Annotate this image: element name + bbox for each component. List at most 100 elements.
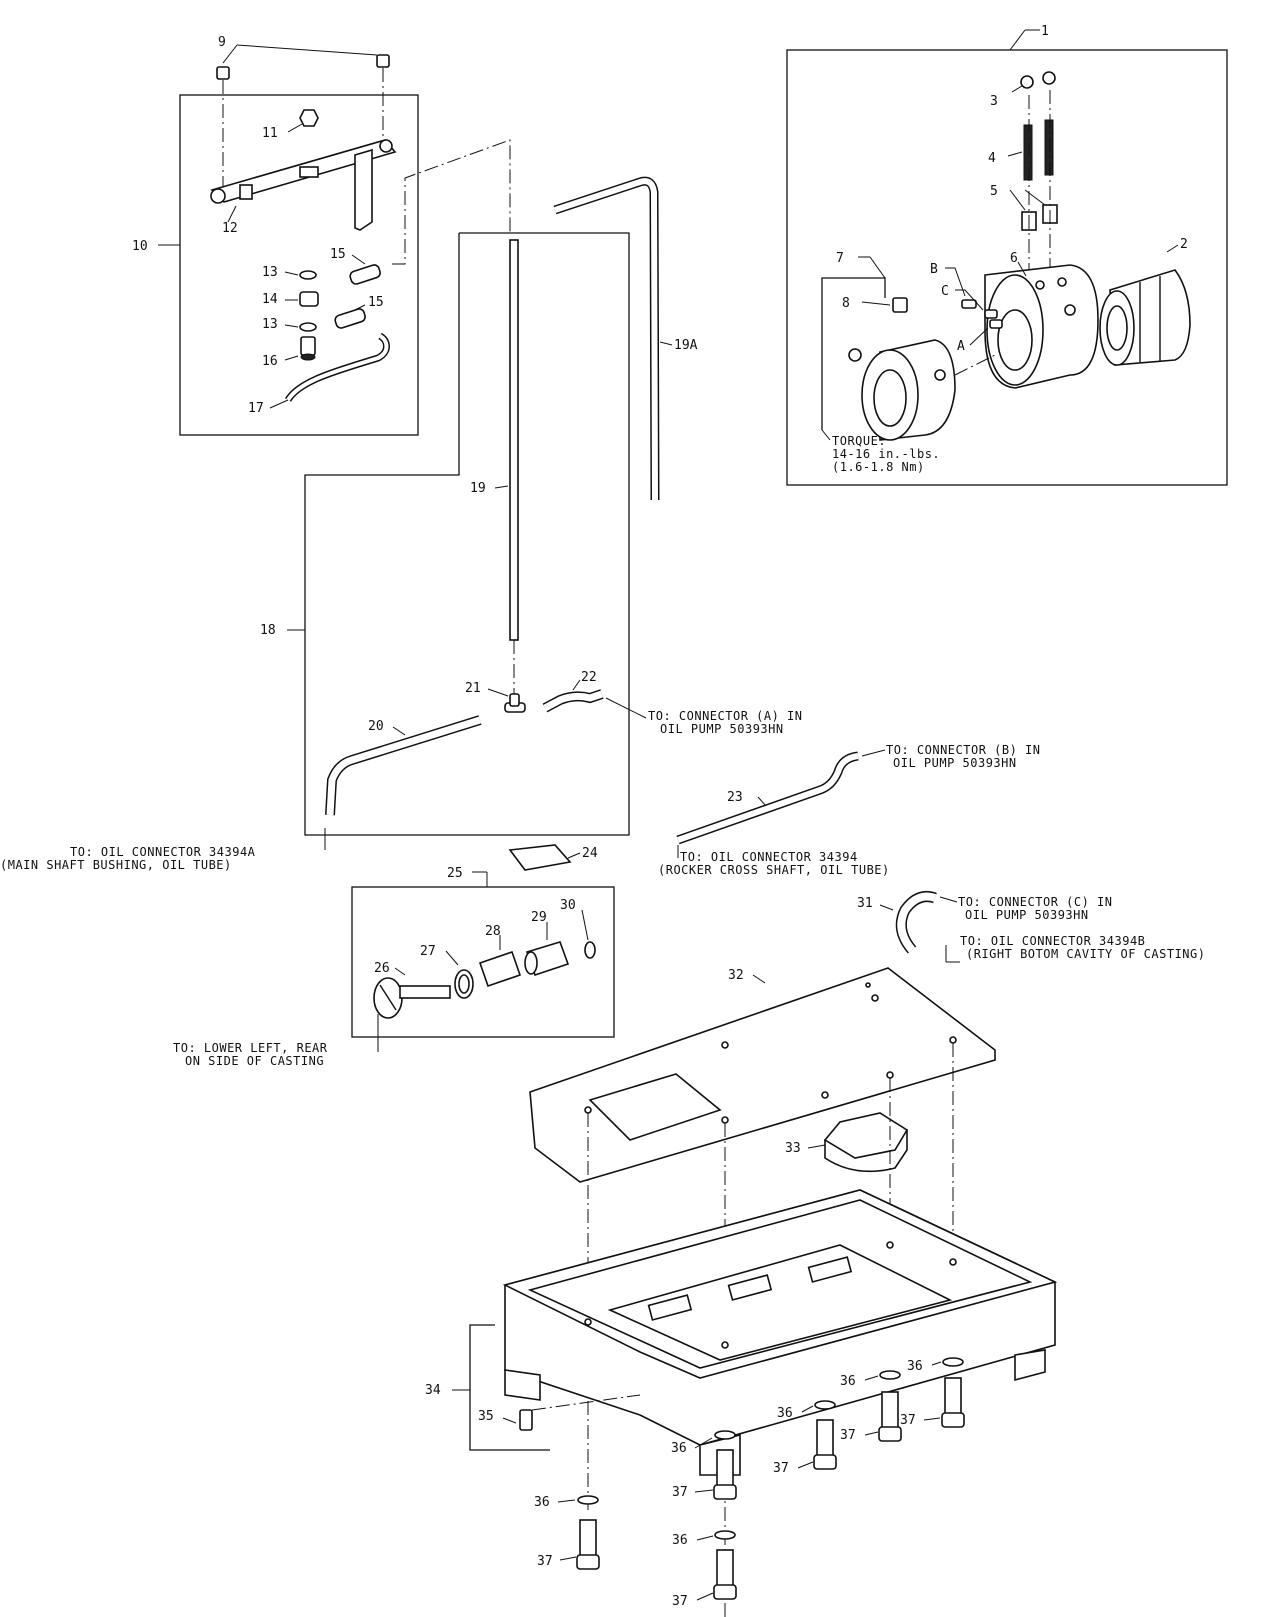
callout-37-a: 37: [537, 1554, 553, 1569]
callout-15-upper: 15: [330, 247, 346, 262]
callout-33: 33: [785, 1141, 801, 1156]
note-oil-34394a-line2: (MAIN SHAFT BUSHING, OIL TUBE): [0, 858, 232, 872]
callout-37-b: 37: [672, 1485, 688, 1500]
part-11-nut: [299, 109, 319, 127]
callout-20: 20: [368, 719, 384, 734]
note-connector-b-line1: TO: CONNECTOR (B) IN: [886, 743, 1041, 757]
note-connector-c-line1: TO: CONNECTOR (C) IN: [958, 895, 1113, 909]
part-12-bracket: [210, 139, 397, 231]
note-torque-line3: (1.6-1.8 Nm): [832, 460, 925, 474]
subassembly-7-group: 7 8: [821, 251, 996, 441]
note-lower-left-line1: TO: LOWER LEFT, REAR: [173, 1041, 328, 1055]
part-13-washer-bottom: [299, 322, 317, 332]
callout-19: 19: [470, 481, 486, 496]
assembly-18-group: 19 21 22 20 18: [260, 232, 647, 850]
callout-4: 4: [988, 151, 996, 166]
part-15-sleeve-upper: [349, 264, 381, 285]
assembly-10-box: [179, 94, 419, 436]
callout-25: 25: [447, 866, 463, 881]
part-14-connector: [299, 291, 319, 307]
part-37-screw: [579, 1519, 597, 1559]
part-2-sleeve: [1099, 269, 1191, 366]
callout-21: 21: [465, 681, 481, 696]
callout-b: B: [930, 262, 938, 277]
callout-37-f: 37: [900, 1413, 916, 1428]
note-torque-line2: 14-16 in.-lbs.: [832, 447, 940, 461]
callout-11: 11: [262, 126, 278, 141]
part-6-pump-body: [984, 264, 1099, 389]
callout-17: 17: [248, 401, 264, 416]
note-torque-line1: TORQUE:: [832, 434, 886, 448]
callout-1: 1: [1041, 24, 1049, 39]
part-15-sleeve-lower: [334, 308, 366, 329]
fitting-c: [984, 309, 998, 319]
note-oil-34394a-line1: TO: OIL CONNECTOR 34394A: [70, 845, 256, 859]
callout-8: 8: [842, 296, 850, 311]
callout-13-bottom: 13: [262, 317, 278, 332]
part-19-rod: [509, 239, 519, 641]
callout-36-a: 36: [534, 1495, 550, 1510]
part-35-screw: [519, 1409, 533, 1431]
part-33-cap: [823, 1112, 909, 1173]
callout-12: 12: [222, 221, 238, 236]
callout-18: 18: [260, 623, 276, 638]
part-20-tube: [325, 715, 482, 816]
assembly-1-group: 1 3 4 5 6: [786, 24, 1228, 486]
fitting-b: [961, 299, 977, 309]
note-connector-a-line2: OIL PUMP 50393HN: [660, 722, 784, 736]
callout-14: 14: [262, 292, 278, 307]
callout-2: 2: [1180, 237, 1188, 252]
part-19a-tube: [553, 176, 660, 501]
callout-13-top: 13: [262, 265, 278, 280]
callout-36-d: 36: [777, 1406, 793, 1421]
callout-22: 22: [581, 670, 597, 685]
part-30-ring: [584, 941, 596, 959]
callout-5: 5: [990, 184, 998, 199]
callout-36-c: 36: [672, 1533, 688, 1548]
note-connector-c-line2: OIL PUMP 50393HN: [965, 908, 1089, 922]
callout-37-c: 37: [672, 1594, 688, 1609]
callout-27: 27: [420, 944, 436, 959]
assembly-25-box: [351, 886, 615, 1038]
part-4-springs: [1023, 119, 1054, 181]
part-13-washer-top: [299, 270, 317, 280]
note-oil-34394b-line2: (RIGHT BOTOM CAVITY OF CASTING): [966, 947, 1205, 961]
assembly-10-group: 9 11 12 13 13 14 15 15: [132, 35, 511, 436]
callout-34: 34: [425, 1383, 441, 1398]
note-oil-34394-line2: (ROCKER CROSS SHAFT, OIL TUBE): [658, 863, 890, 877]
callout-6: 6: [1010, 251, 1018, 266]
part-24-clip: [508, 844, 572, 871]
callout-36-f: 36: [907, 1359, 923, 1374]
callout-10: 10: [132, 239, 148, 254]
callout-23: 23: [727, 790, 743, 805]
assembly-1-box: [786, 49, 1228, 486]
part-9-screws: [216, 44, 390, 200]
callout-35: 35: [478, 1409, 494, 1424]
callout-15-lower: 15: [368, 295, 384, 310]
callout-30: 30: [560, 898, 576, 913]
part-3-screw-a: [1020, 75, 1034, 89]
part-34-base-casting: [502, 1189, 1058, 1476]
fitting-a: [989, 319, 1003, 329]
callout-9: 9: [218, 35, 226, 50]
callout-36-e: 36: [840, 1374, 856, 1389]
callout-3: 3: [990, 94, 998, 109]
part-36-washer: [577, 1495, 599, 1505]
assembly-25-group: 25 26 27 28 29 30: [351, 866, 615, 1052]
note-connector-b-line2: OIL PUMP 50393HN: [893, 756, 1017, 770]
callout-28: 28: [485, 924, 501, 939]
part-28-bushing: [478, 950, 522, 988]
callout-a: A: [957, 339, 965, 354]
note-lower-left-line2: ON SIDE OF CASTING: [185, 1054, 324, 1068]
callout-32: 32: [728, 968, 744, 983]
part-3-screw-b: [1042, 71, 1056, 85]
part-16-plug: [300, 336, 316, 356]
callout-37-e: 37: [840, 1428, 856, 1443]
callout-29: 29: [531, 910, 547, 925]
callout-36-b: 36: [671, 1441, 687, 1456]
part-8-setscrew: [892, 297, 908, 313]
callout-24: 24: [582, 846, 598, 861]
callout-37-d: 37: [773, 1461, 789, 1476]
callout-19a: 19A: [674, 338, 698, 353]
callout-26: 26: [374, 961, 390, 976]
